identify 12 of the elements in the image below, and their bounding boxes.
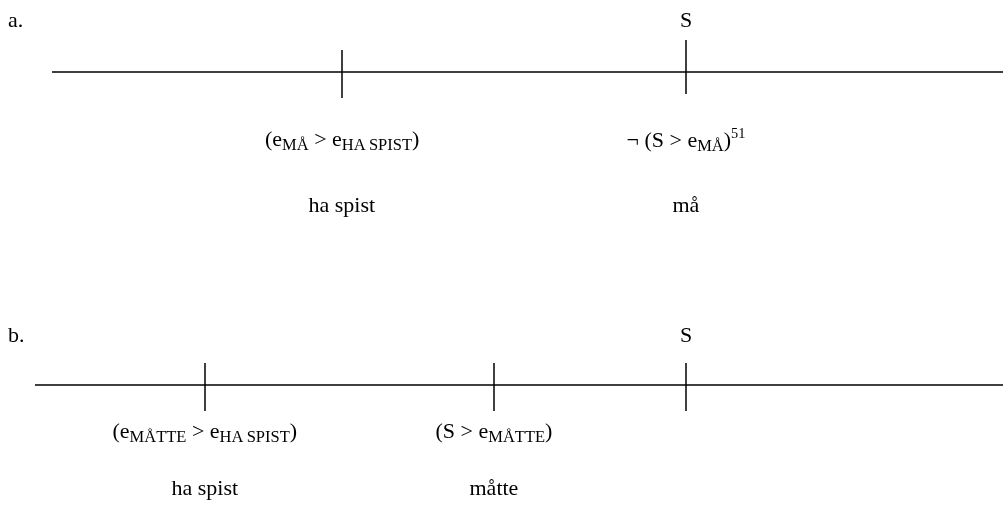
panel-letter: b.: [8, 323, 25, 348]
formula: (e$_{MÅ}$ > e$_{HA SPIST}$): [265, 126, 420, 154]
formula: ¬ (S > e$_{MÅ}$)$^{51}$: [626, 125, 746, 155]
verb-form: ha spist: [171, 476, 239, 501]
verb-form: måtte: [469, 476, 519, 501]
formula: (S > e$_{MÅTTE}$): [435, 418, 553, 446]
verb-form: må: [672, 193, 700, 218]
panel-letter: a.: [8, 8, 24, 33]
time-label: S: [680, 8, 693, 33]
formula: (e$_{MÅTTE}$ > e$_{HA SPIST}$): [112, 418, 298, 446]
verb-form: ha spist: [308, 193, 376, 218]
time-label: S: [680, 323, 693, 348]
